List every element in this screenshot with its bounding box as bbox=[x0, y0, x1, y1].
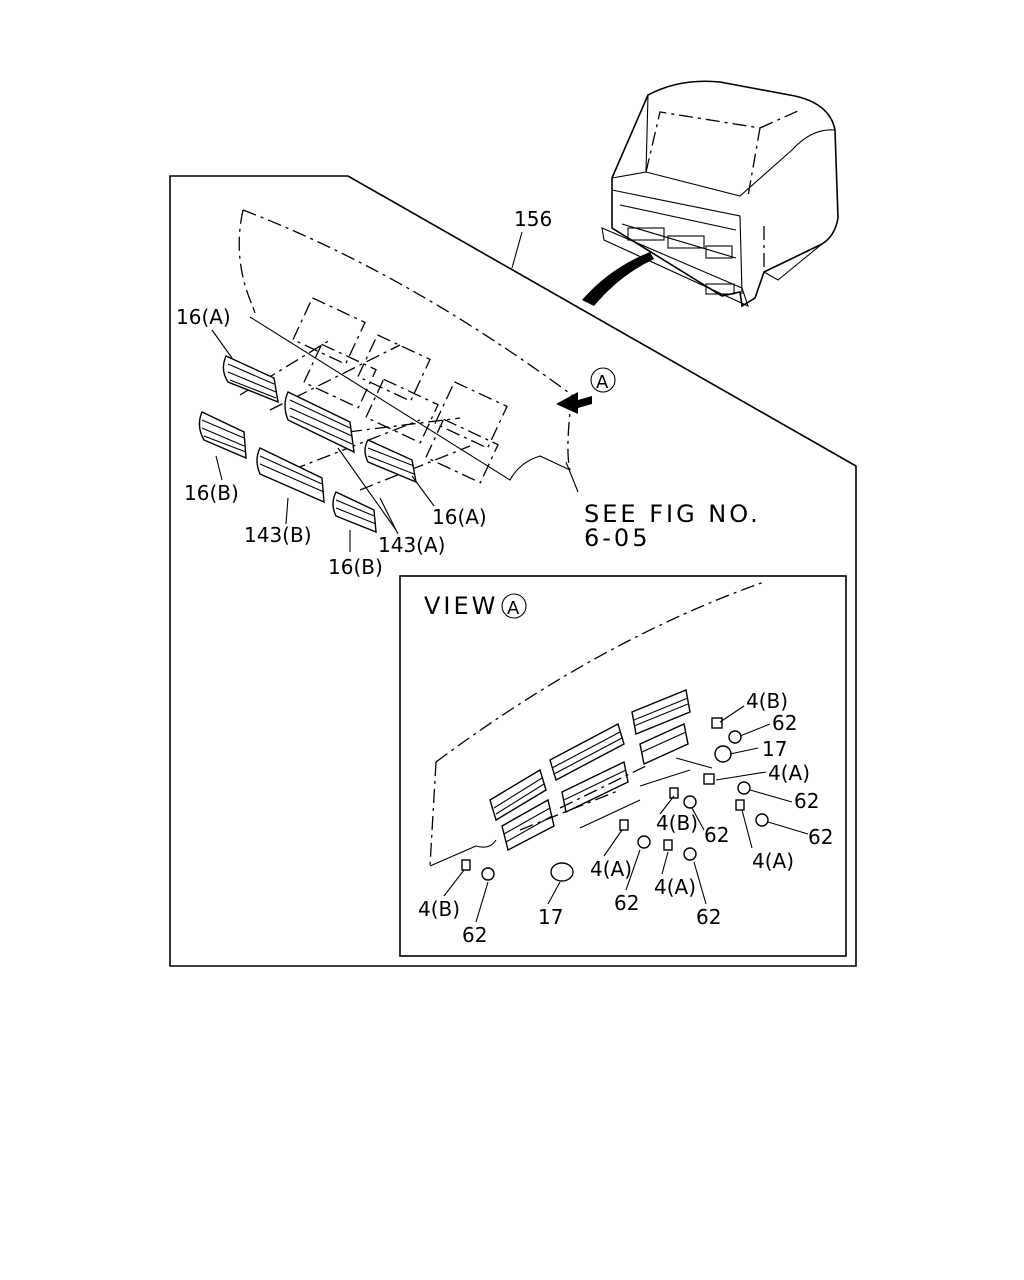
truck-cab-drawing bbox=[582, 80, 839, 308]
diagram-frame bbox=[169, 175, 857, 967]
grille-part-16b-bottom bbox=[332, 491, 377, 534]
label-part-156: 156 bbox=[514, 207, 552, 231]
grille-part-143a bbox=[284, 391, 355, 454]
view-title: VIEW bbox=[424, 592, 498, 620]
grille-part-16b-left bbox=[198, 411, 247, 460]
callout-4b-mid: 4(B) bbox=[656, 811, 698, 835]
see-fig-line2: 6-05 bbox=[584, 524, 650, 552]
callout-4b-top: 4(B) bbox=[746, 689, 788, 713]
callout-62-d: 62 bbox=[808, 825, 833, 849]
callout-62-g: 62 bbox=[462, 923, 487, 947]
label-16b-bottom: 16(B) bbox=[328, 555, 383, 579]
callout-62-c: 62 bbox=[704, 823, 729, 847]
callout-62-e: 62 bbox=[614, 891, 639, 915]
grille-part-16a-top bbox=[222, 355, 279, 404]
callout-4b-bot: 4(B) bbox=[418, 897, 460, 921]
view-ref-a-circle bbox=[501, 593, 527, 619]
callout-4a-d: 4(A) bbox=[654, 875, 696, 899]
see-fig-line1: SEE FIG NO. bbox=[584, 500, 761, 528]
label-143a: 143(A) bbox=[378, 533, 445, 557]
callout-62-f: 62 bbox=[696, 905, 721, 929]
grille-part-16a-right bbox=[364, 439, 417, 484]
callout-4a-a: 4(A) bbox=[768, 761, 810, 785]
view-ref-a: A bbox=[507, 598, 520, 619]
view-a-frame bbox=[399, 575, 847, 957]
label-16a-top: 16(A) bbox=[176, 305, 231, 329]
view-a-panel-drawing bbox=[429, 581, 765, 867]
ref-a-circle bbox=[590, 367, 616, 393]
callout-62-a: 62 bbox=[772, 711, 797, 735]
callout-4a-b: 4(A) bbox=[752, 849, 794, 873]
callout-17-top: 17 bbox=[762, 737, 787, 761]
label-16a-right: 16(A) bbox=[432, 505, 487, 529]
label-143b: 143(B) bbox=[244, 523, 312, 547]
label-ref-a: A bbox=[596, 372, 609, 393]
callout-17-bot: 17 bbox=[538, 905, 563, 929]
grille-part-143b bbox=[256, 447, 325, 504]
front-panel-drawing bbox=[238, 209, 573, 491]
fasteners bbox=[461, 717, 769, 882]
label-16b-left: 16(B) bbox=[184, 481, 239, 505]
callout-4a-c: 4(A) bbox=[590, 857, 632, 881]
callout-62-b: 62 bbox=[794, 789, 819, 813]
view-a-leaders bbox=[443, 705, 809, 923]
